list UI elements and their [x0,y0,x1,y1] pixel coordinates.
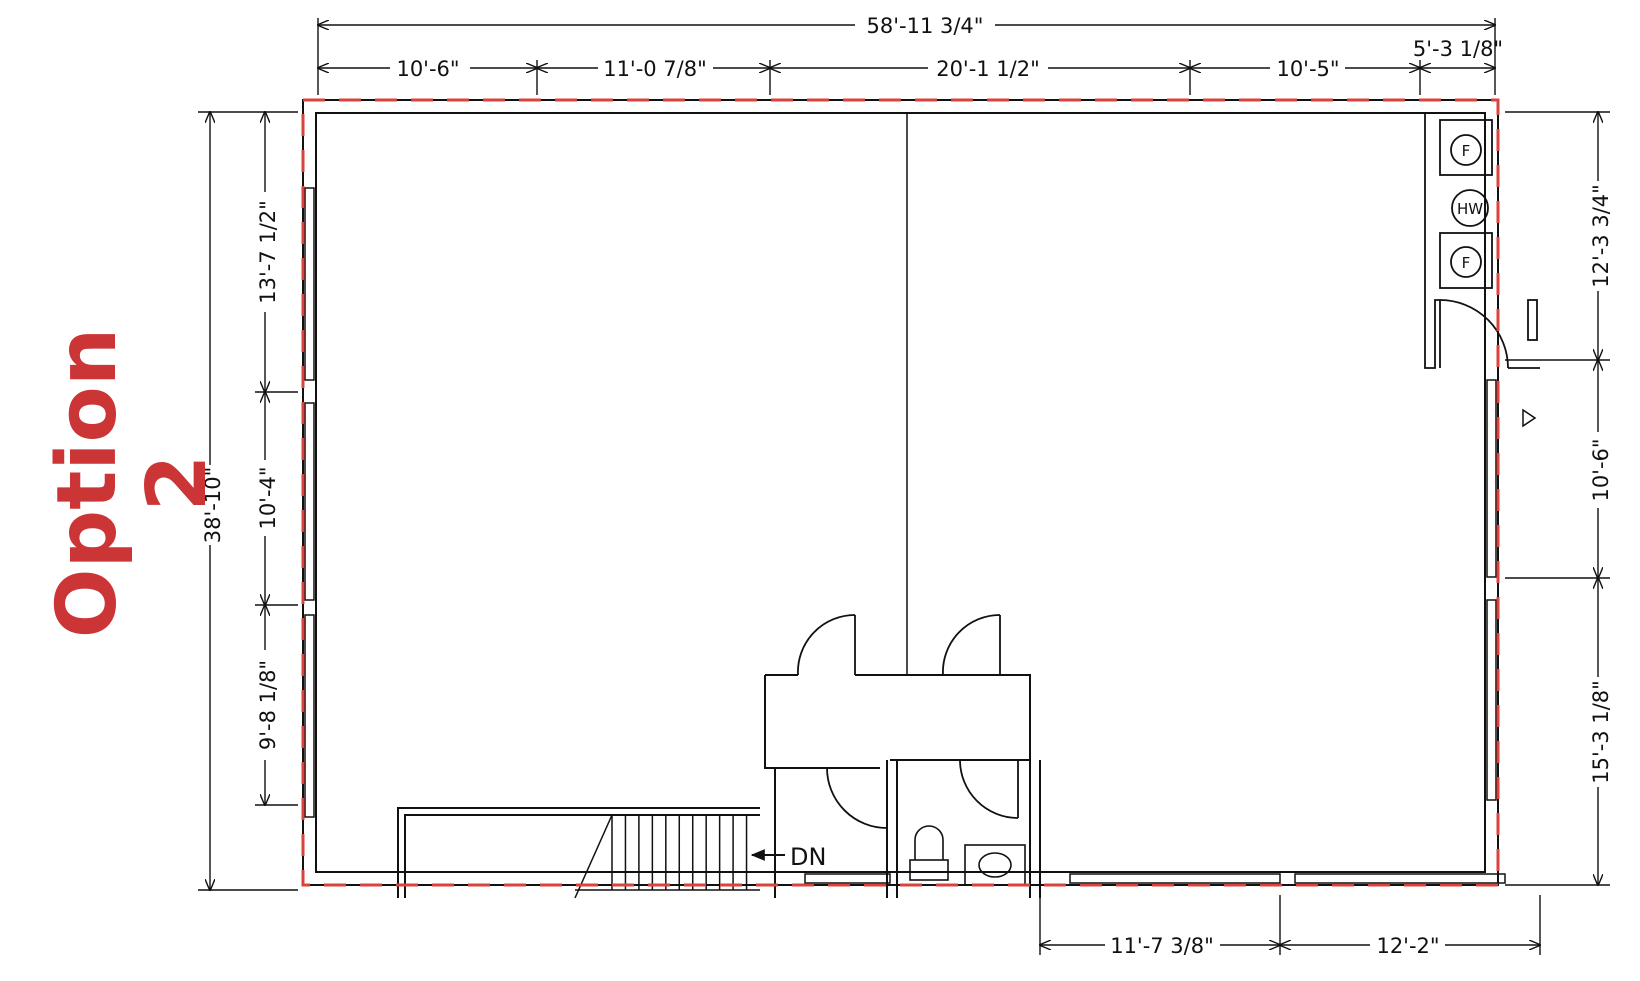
dim-top-1: 10'-6" [396,57,459,81]
dim-right-2: 10'-6" [1589,438,1613,501]
dim-left-3: 9'-8 1/8" [256,660,280,750]
stairs [574,814,760,899]
furnace-label-2: F [1462,254,1471,272]
option-title: Option 2 [40,327,225,639]
dim-left-2: 10'-4" [256,466,280,529]
dim-overall-depth: 38'-10" [201,467,225,543]
doors [797,299,1509,829]
mechanical-closet [1424,113,1540,369]
dim-bottom-2: 12'-2" [1376,934,1439,958]
exterior-walls [302,99,1499,886]
dim-top-2: 11'-0 7/8" [603,57,707,81]
dim-left-1: 13'-7 1/2" [256,200,280,304]
dim-top-3: 20'-1 1/2" [936,57,1040,81]
bathroom-fixtures [909,825,1026,886]
water-heater-label: HW [1457,200,1483,218]
panel-marker [1522,408,1537,428]
stairs-label: DN [790,843,826,871]
dim-right-3: 15'-3 1/8" [1589,680,1613,784]
dim-top-5: 5'-3 1/8" [1413,37,1503,61]
dim-bottom-1: 11'-7 3/8" [1110,934,1214,958]
left-windows [304,187,315,818]
furnace-label-1: F [1462,142,1471,160]
dimension-labels: 58'-11 3/4" 10'-6" 11'-0 7/8" 20'-1 1/2"… [200,12,1613,958]
dim-right-1: 12'-3 3/4" [1589,184,1613,288]
bottom-windows [804,873,1506,884]
dim-top-4: 10'-5" [1276,57,1339,81]
right-windows [1486,379,1497,801]
dim-overall-width: 58'-11 3/4" [867,14,984,38]
property-outline [301,98,1500,887]
